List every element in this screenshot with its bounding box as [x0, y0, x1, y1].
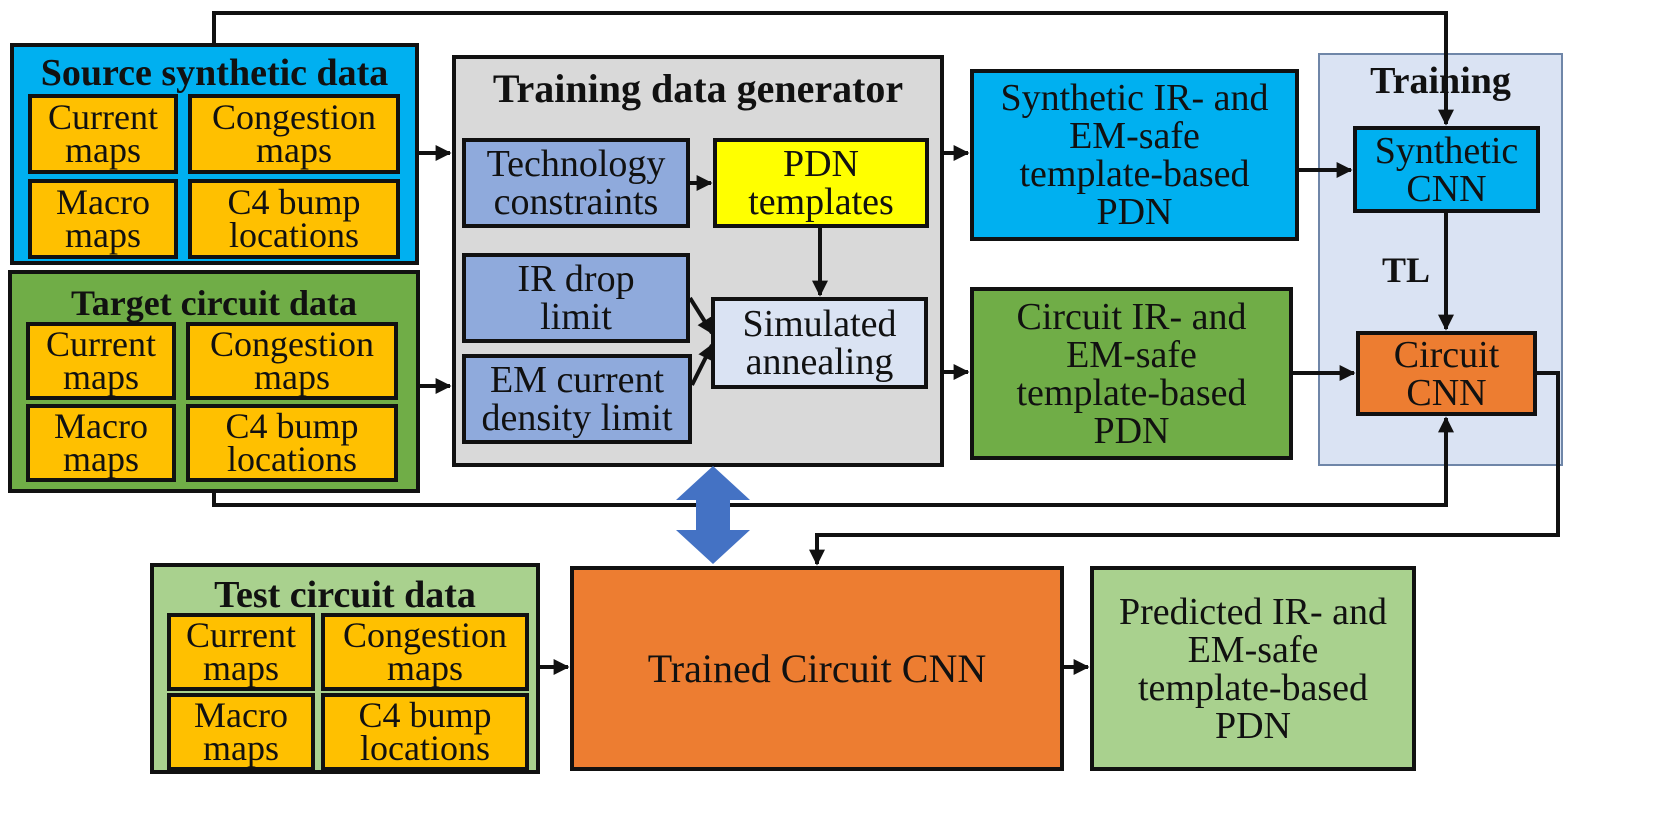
synthetic-cnn-label: Synthetic CNN [1374, 129, 1519, 210]
predicted-pdn-box: Predicted IR- and EM-safe template-based… [1090, 566, 1416, 771]
target-current-maps: Current maps [26, 322, 176, 400]
predicted-pdn-label: Predicted IR- and EM-safe template-based… [1118, 590, 1388, 747]
test-macro-maps-label: Macro maps [194, 694, 288, 768]
bidirectional-arrow [676, 466, 750, 564]
source-c4-bump-locations-label: C4 bump locations [227, 181, 361, 255]
target-congestion-maps: Congestion maps [186, 322, 398, 400]
technology-constraints-box: Technology constraints [462, 138, 690, 228]
source-synthetic-data-panel: Source synthetic data Current maps Conge… [10, 43, 419, 265]
target-circuit-data-title: Target circuit data [71, 283, 357, 323]
source-congestion-maps-label: Congestion maps [211, 96, 376, 170]
test-circuit-data-panel: Test circuit data Current maps Congestio… [150, 563, 540, 774]
target-macro-maps-label: Macro maps [54, 405, 148, 479]
ir-drop-limit-label: IR drop limit [517, 258, 635, 338]
transfer-learning-label: TL [1382, 250, 1431, 290]
circuit-pdn-label: Circuit IR- and EM-safe template-based P… [1016, 295, 1247, 452]
test-congestion-maps-label: Congestion maps [342, 614, 507, 688]
source-synthetic-data-title: Source synthetic data [40, 52, 389, 94]
synthetic-pdn-box: Synthetic IR- and EM-safe template-based… [970, 69, 1299, 241]
trained-circuit-cnn-box: Trained Circuit CNN [570, 566, 1064, 771]
source-macro-maps-label: Macro maps [56, 181, 150, 255]
target-c4-bump-locations: C4 bump locations [186, 404, 398, 482]
target-current-maps-label: Current maps [46, 323, 156, 397]
test-congestion-maps: Congestion maps [321, 613, 529, 691]
training-title: Training [1370, 60, 1511, 102]
source-congestion-maps: Congestion maps [188, 94, 400, 174]
source-current-maps-label: Current maps [48, 96, 158, 170]
trained-circuit-cnn-label: Trained Circuit CNN [647, 645, 987, 691]
circuit-cnn-box: Circuit CNN [1356, 331, 1537, 416]
test-current-maps-label: Current maps [186, 614, 296, 688]
test-c4-bump-locations: C4 bump locations [321, 693, 529, 771]
source-c4-bump-locations: C4 bump locations [188, 179, 400, 259]
simulated-annealing-label: Simulated annealing [742, 303, 897, 383]
training-data-generator-title: Training data generator [492, 66, 904, 111]
target-congestion-maps-label: Congestion maps [209, 323, 374, 397]
test-circuit-data-title: Test circuit data [214, 574, 476, 616]
source-macro-maps: Macro maps [28, 179, 178, 259]
simulated-annealing-box: Simulated annealing [711, 297, 928, 389]
source-current-maps: Current maps [28, 94, 178, 174]
synthetic-pdn-label: Synthetic IR- and EM-safe template-based… [1000, 77, 1269, 233]
em-current-density-limit-label: EM current density limit [481, 359, 673, 439]
technology-constraints-label: Technology constraints [486, 143, 666, 223]
target-circuit-data-panel: Target circuit data Current maps Congest… [8, 270, 420, 493]
target-c4-bump-locations-label: C4 bump locations [225, 405, 359, 479]
pdn-templates-box: PDN templates [713, 138, 929, 228]
target-macro-maps: Macro maps [26, 404, 176, 482]
circuit-cnn-label: Circuit CNN [1393, 333, 1500, 414]
em-current-density-limit-box: EM current density limit [462, 354, 692, 444]
ir-drop-limit-box: IR drop limit [462, 253, 690, 343]
test-current-maps: Current maps [167, 613, 315, 691]
test-macro-maps: Macro maps [167, 693, 315, 771]
circuit-pdn-box: Circuit IR- and EM-safe template-based P… [970, 287, 1293, 460]
synthetic-cnn-box: Synthetic CNN [1353, 126, 1540, 213]
pdn-templates-label: PDN templates [748, 143, 894, 223]
test-c4-bump-locations-label: C4 bump locations [358, 694, 492, 768]
